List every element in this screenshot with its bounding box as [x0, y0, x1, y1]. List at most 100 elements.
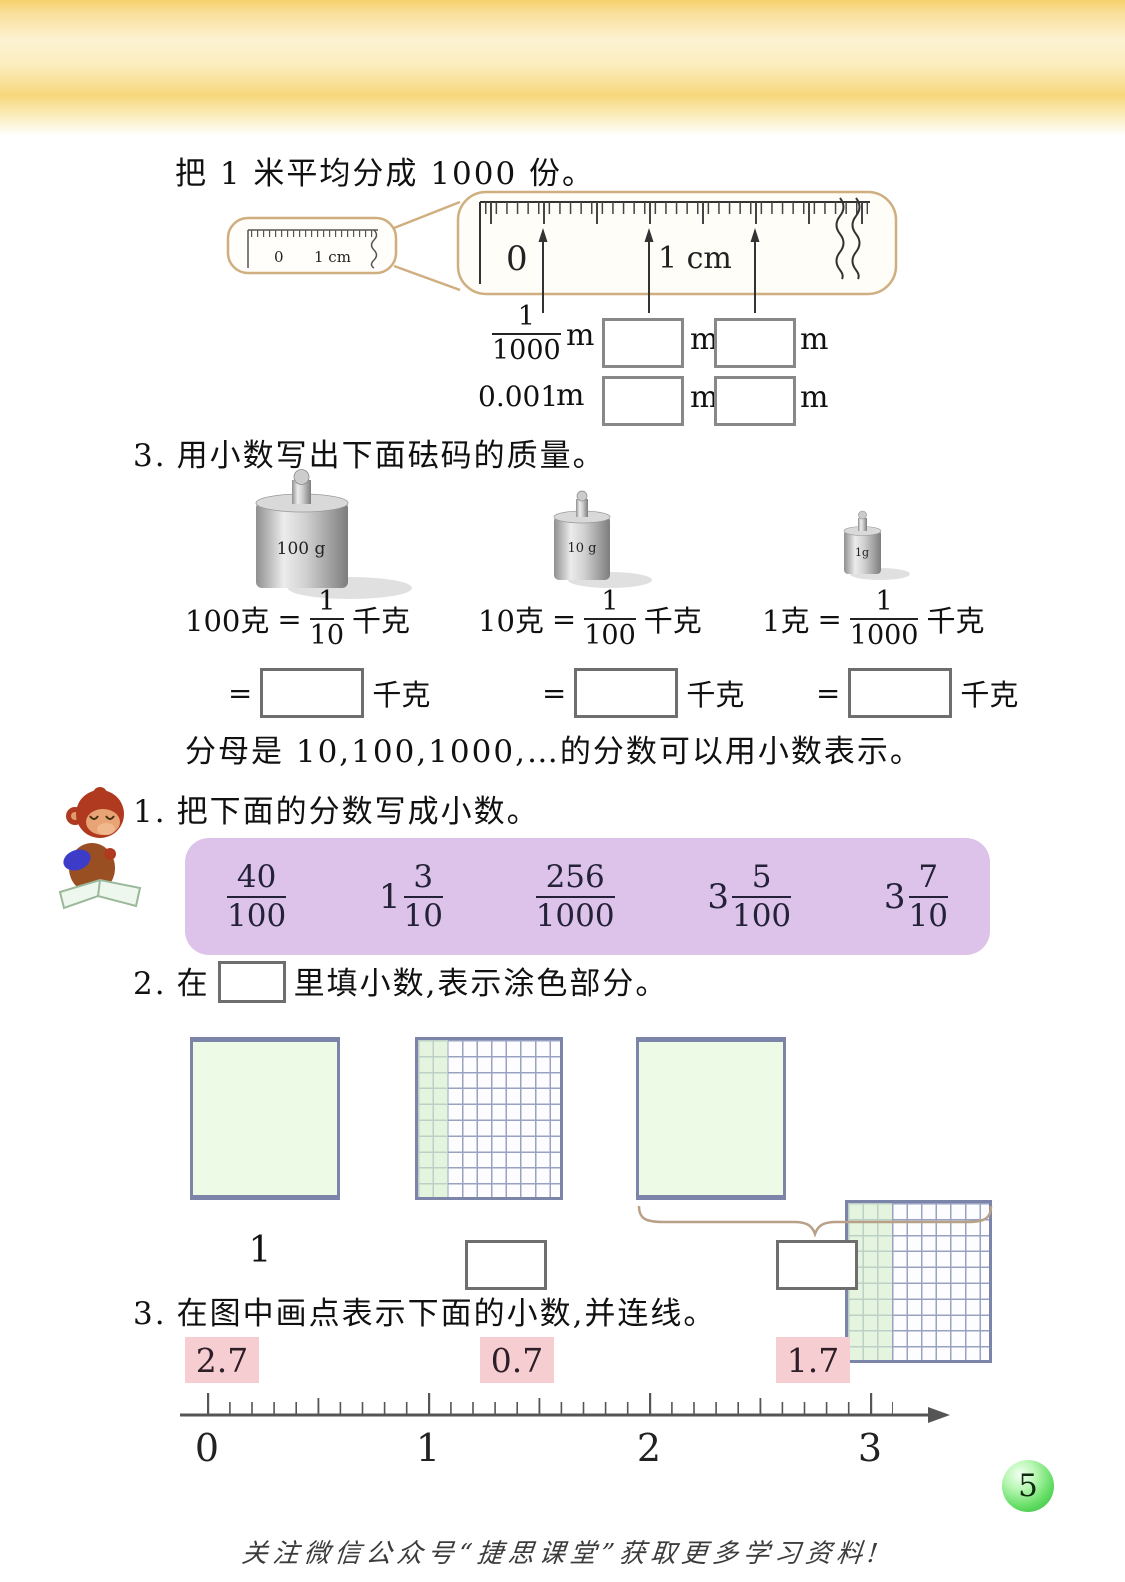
fraction-bar — [535, 895, 615, 898]
pointer-arrow-2 — [644, 228, 654, 313]
eq-left: 100克 — [185, 604, 270, 639]
tick-label-1: 1 — [416, 1426, 440, 1470]
shaded-square-whole-1 — [190, 1037, 340, 1200]
weights-illustration: 100 g 10 g 1g — [255, 469, 910, 599]
answer-box-meter-3[interactable] — [602, 376, 684, 426]
eq-unit: 千克 — [960, 678, 1019, 712]
eq-frac-num: 1 — [318, 586, 336, 617]
eq-unit: 千克 — [686, 678, 745, 712]
answer-box-square-2[interactable] — [465, 1240, 547, 1290]
equation-100g: 100克 = 1 10 千克 — [185, 586, 411, 651]
weight-100g: 100 g — [255, 469, 412, 599]
eq-frac-bar — [584, 618, 636, 621]
fraction-numerator: 3 — [413, 858, 434, 895]
equals-sign: = — [542, 676, 567, 710]
fraction-bar — [731, 895, 792, 898]
equals-sign: = — [277, 602, 302, 637]
watermark-text: 关注微信公众号“捷思课堂”获取更多学习资料! — [240, 1539, 885, 1569]
decimal-0001: 0.001 — [478, 380, 559, 413]
fraction-numerator: 7 — [918, 858, 939, 895]
callout-line-top — [393, 200, 461, 230]
fraction-bar — [403, 895, 443, 898]
weight-10g-label: 10 g — [568, 541, 597, 556]
small-ruler-break-squiggle — [370, 229, 378, 269]
eq-frac-bar — [309, 618, 345, 621]
grid-square-1 — [415, 1037, 563, 1200]
intro-text: 把 1 米平均分成 1000 份。 — [175, 156, 596, 192]
eq-frac-den: 1000 — [849, 620, 919, 652]
answer-box-kg-3[interactable] — [848, 668, 953, 718]
equals-sign: = — [228, 676, 253, 710]
grid-shading — [418, 1040, 448, 1197]
item2-number: 2. — [133, 966, 167, 1002]
monkey-mascot-illustration — [58, 787, 142, 910]
unit-m-1: m — [566, 318, 595, 353]
answer-row-10g: = 千克 — [542, 668, 744, 718]
number-line: 0 1 2 3 — [180, 1393, 950, 1470]
weight-1g-label: 1g — [855, 546, 869, 559]
answer-box-kg-1[interactable] — [260, 668, 365, 718]
big-ruler-frame — [456, 190, 898, 296]
eq-left: 1克 — [762, 604, 810, 639]
mixed-whole: 3 — [707, 876, 729, 917]
weight-10g: 10 g — [553, 490, 652, 588]
tick-label-2: 2 — [637, 1426, 661, 1470]
number-line-arrowhead — [928, 1407, 950, 1423]
inline-answer-box[interactable] — [217, 961, 286, 1003]
unit-m-6: m — [800, 380, 829, 415]
unit-m-2: m — [690, 322, 719, 357]
fraction-3-5-100: 3 5 100 — [707, 861, 792, 934]
item2-heading: 2.在 里填小数,表示涂色部分。 — [133, 958, 668, 1003]
fraction-40-100: 40 100 — [227, 858, 287, 934]
unit-m-3: m — [800, 322, 829, 357]
item2-pre-text: 在 — [176, 966, 210, 1002]
equals-sign: = — [817, 602, 842, 637]
answer-box-meter-1[interactable] — [602, 318, 684, 368]
note-text: 分母是 10,100,1000,…的分数可以用小数表示。 — [185, 734, 923, 770]
item2-post-text: 里填小数,表示涂色部分。 — [293, 966, 669, 1002]
fraction-numerator: 1 — [517, 301, 535, 332]
decimal-chip-0-7: 0.7 — [480, 1337, 554, 1383]
eq-frac-num: 1 — [875, 586, 893, 617]
shaded-square-whole-2 — [636, 1037, 786, 1200]
answer-row-100g: = 千克 — [228, 668, 430, 718]
fraction-denominator: 100 — [227, 897, 287, 934]
equation-1g: 1克 = 1 1000 千克 — [762, 586, 985, 652]
eq-unit: 千克 — [372, 678, 431, 712]
answer-box-kg-2[interactable] — [574, 668, 679, 718]
answer-row-1g: = 千克 — [816, 668, 1018, 718]
fraction-numerator: 40 — [236, 858, 277, 895]
small-ruler-1cm-label: 1 cm — [314, 248, 351, 266]
item3-title: 在图中画点表示下面的小数,并连线。 — [176, 1296, 717, 1332]
big-ruler-1cm-label: 1 cm — [658, 241, 732, 276]
eq-unit: 千克 — [352, 604, 411, 639]
answer-box-meter-4[interactable] — [714, 376, 796, 426]
item1-heading: 1.把下面的分数写成小数。 — [133, 786, 540, 831]
eq-frac-num: 1 — [601, 586, 619, 617]
item3-heading: 3.在图中画点表示下面的小数,并连线。 — [133, 1288, 716, 1333]
fraction-denominator: 10 — [908, 897, 948, 934]
fraction-denominator: 1000 — [492, 335, 561, 367]
section3-heading: 3.用小数写出下面砝码的质量。 — [133, 430, 606, 475]
pointer-arrow-3 — [750, 228, 760, 313]
square-value-one: 1 — [248, 1230, 272, 1271]
big-ruler-zero-label: 0 — [506, 239, 528, 279]
answer-box-squares-34[interactable] — [776, 1240, 858, 1290]
fraction-numerator: 256 — [545, 858, 605, 895]
fraction-1-3-10: 1 3 10 — [379, 861, 443, 932]
item1-title: 把下面的分数写成小数。 — [176, 794, 540, 830]
equation-10g: 10克 = 1 100 千克 — [478, 586, 702, 651]
weight-100g-label: 100 g — [277, 539, 326, 559]
ruler-magnifier-diagram: 0 1 cm 0 1 cm — [226, 190, 898, 313]
fraction-denominator: 100 — [731, 897, 792, 934]
item3-number: 3. — [133, 1296, 167, 1332]
pointer-arrow-1 — [538, 228, 548, 313]
equals-sign: = — [816, 676, 841, 710]
eq-unit: 千克 — [643, 604, 702, 639]
small-ruler-zero-label: 0 — [274, 248, 284, 266]
page-number-badge: 5 — [1002, 1460, 1054, 1512]
fraction-bar — [908, 895, 948, 898]
fraction-exercise-band: 40 100 1 3 10 256 1000 3 5 100 3 — [185, 838, 990, 955]
answer-box-meter-2[interactable] — [714, 318, 796, 368]
equals-sign: = — [551, 602, 577, 637]
